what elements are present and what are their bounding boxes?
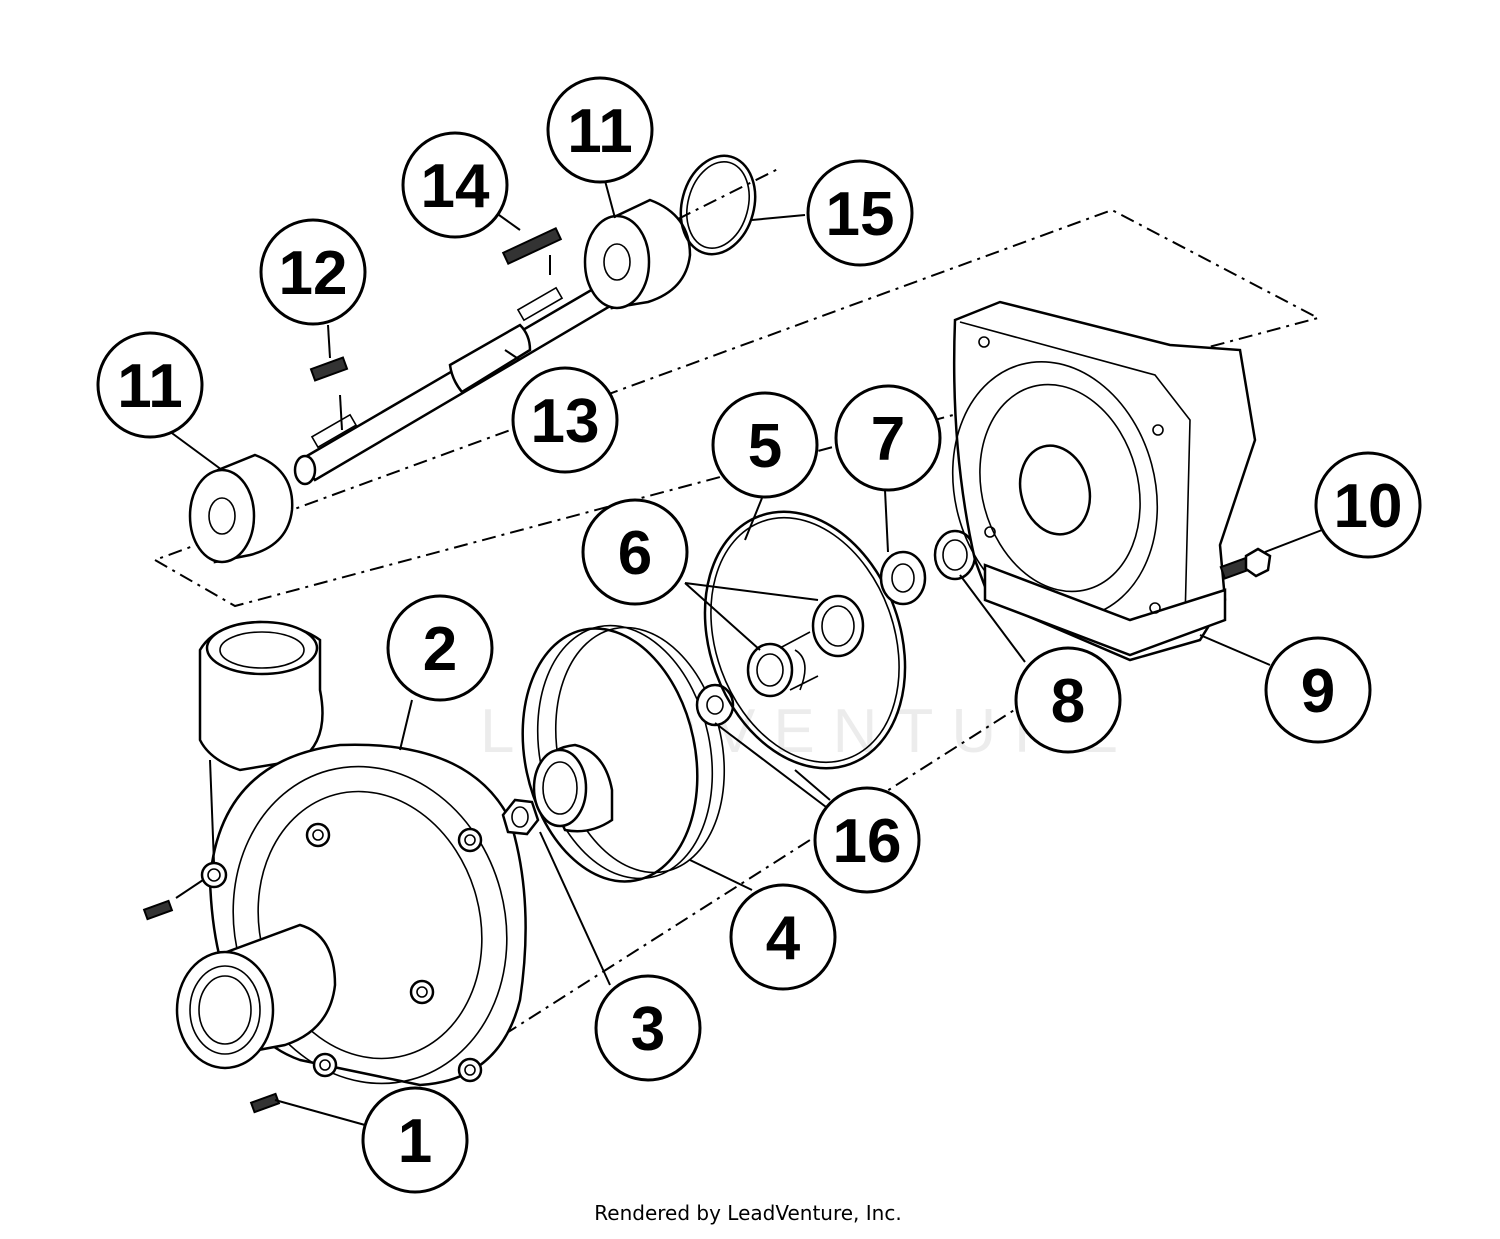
impeller: [521, 624, 726, 883]
o-ring: [703, 510, 907, 770]
callout-12-label: 12: [279, 239, 348, 308]
callout-14: 14: [401, 131, 509, 239]
retaining-ring: [679, 154, 757, 256]
pump-housing: [175, 620, 527, 1087]
leader-lines: [164, 161, 1323, 1126]
callout-4-label: 4: [766, 904, 801, 973]
callout-6-label: 6: [618, 519, 652, 588]
shaft-assembly-outline: [154, 208, 1321, 608]
mounting-bolt: [1219, 547, 1272, 580]
callout-7-label: 7: [871, 405, 905, 474]
callout-1-label: 1: [398, 1107, 432, 1176]
callout-10-label: 10: [1334, 472, 1403, 541]
callout-3-label: 3: [631, 995, 665, 1064]
pedestal: [951, 300, 1257, 662]
callout-2: 2: [386, 594, 494, 702]
bearing-left: [188, 453, 294, 564]
callout-8-label: 8: [1051, 667, 1085, 736]
callout-12: 12: [259, 218, 367, 326]
callout-16: 16: [813, 786, 921, 894]
callout-1: 1: [361, 1086, 469, 1194]
callout-13: 13: [511, 366, 619, 474]
housing-screws: [142, 759, 483, 1114]
washer: [695, 683, 735, 727]
callout-7: 7: [834, 384, 942, 492]
callout-11-left: 11: [96, 331, 204, 439]
callout-6: 6: [581, 498, 689, 606]
callout-11-right: 11: [546, 76, 654, 184]
impeller-nut: [501, 798, 540, 836]
callout-2-label: 2: [423, 615, 457, 684]
callout-13-label: 13: [531, 387, 600, 456]
callout-3: 3: [594, 974, 702, 1082]
callout-8: 8: [1014, 646, 1122, 754]
pump-centerline: [479, 699, 1031, 1051]
slinger-ring: [933, 529, 977, 581]
mechanical-seal: [746, 594, 865, 698]
shaft-key-small: [309, 356, 349, 382]
bearing-right: [583, 198, 692, 310]
callout-10: 10: [1314, 451, 1422, 559]
callout-14-label: 14: [421, 152, 490, 221]
callout-4: 4: [729, 883, 837, 991]
callout-5: 5: [711, 391, 819, 499]
callout-5-label: 5: [748, 412, 782, 481]
shaft-key-large: [501, 226, 563, 266]
seal-washer: [879, 550, 927, 606]
callout-9: 9: [1264, 636, 1372, 744]
callout-16-label: 16: [833, 807, 902, 876]
callout-15-label: 15: [826, 180, 895, 249]
callout-9-label: 9: [1301, 657, 1335, 726]
callout-15: 15: [806, 159, 914, 267]
callout-11-left-label: 11: [117, 352, 183, 421]
render-credit: Rendered by LeadVenture, Inc.: [594, 1201, 901, 1225]
callout-11-right-label: 11: [567, 97, 633, 166]
